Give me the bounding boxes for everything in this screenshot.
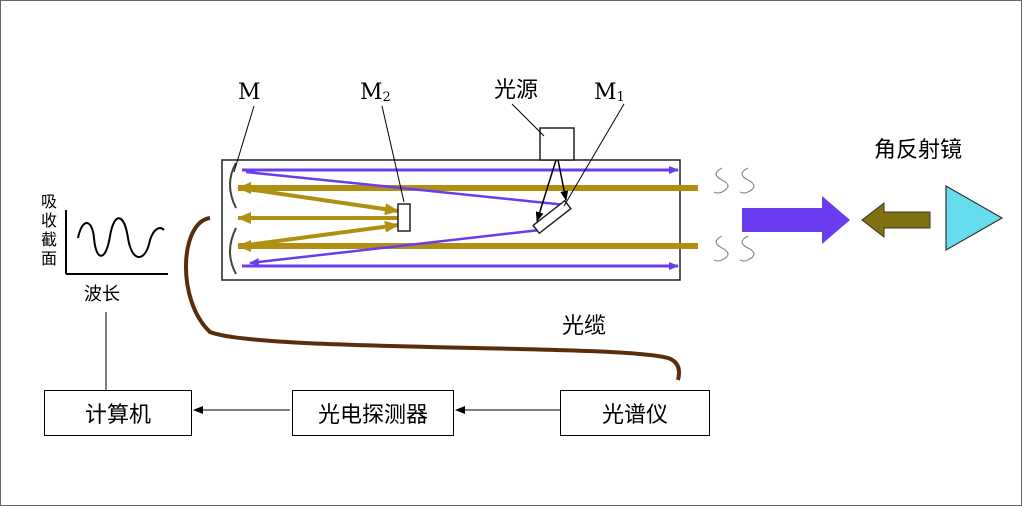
- light-source-box: [539, 127, 575, 161]
- label-mirror-m2: M2: [360, 80, 391, 105]
- computer-block: 计算机: [44, 390, 192, 436]
- label-mirror-m1: M1: [594, 80, 625, 105]
- leader-m2: [381, 105, 405, 203]
- label-fiber-cable: 光缆: [562, 314, 607, 339]
- gold-beam-diag-1: [239, 186, 399, 216]
- air-flow-bottom-1: [713, 235, 729, 262]
- outgoing-beam-arrow: [742, 196, 850, 244]
- air-flow-top-2: [739, 167, 755, 194]
- mirror-m-bottom: [229, 227, 237, 275]
- photodetector-block: 光电探测器: [292, 390, 454, 436]
- source-ray-2: [557, 159, 569, 201]
- gold-beam-diag-2: [239, 220, 399, 248]
- label-mirror-m1-sub: 1: [616, 90, 625, 105]
- purple-beam-diag-down: [249, 228, 541, 266]
- label-mirror-m: M: [238, 80, 261, 105]
- leader-source: [511, 103, 545, 137]
- label-mirror-m2-sub: 2: [382, 90, 391, 105]
- multipass-cell: [221, 159, 681, 281]
- purple-beam-diag-up: [245, 170, 567, 207]
- return-beam-arrow: [861, 201, 931, 239]
- air-flow-bottom-2: [739, 235, 755, 262]
- label-mirror-m1-base: M: [594, 80, 617, 105]
- absorbance-curve: [77, 217, 165, 258]
- label-wavelength-axis: 波长: [84, 284, 120, 305]
- corner-reflector: [945, 184, 1004, 252]
- leader-m1: [563, 103, 625, 207]
- air-flow-top-1: [713, 167, 729, 194]
- mirror-m2: [397, 203, 411, 232]
- spectrometer-block: 光谱仪: [560, 390, 710, 436]
- label-absorbance-axis: 吸收截面: [40, 192, 57, 268]
- fiber-optic-cable: [184, 216, 681, 381]
- leader-m: [233, 105, 255, 173]
- source-ray-1: [535, 159, 557, 222]
- mirror-m-top: [229, 162, 237, 209]
- label-mirror-m2-base: M: [360, 80, 383, 105]
- mirror-m1: [532, 199, 572, 235]
- label-corner-reflector: 角反射镜: [874, 138, 963, 163]
- label-light-source: 光源: [494, 78, 539, 103]
